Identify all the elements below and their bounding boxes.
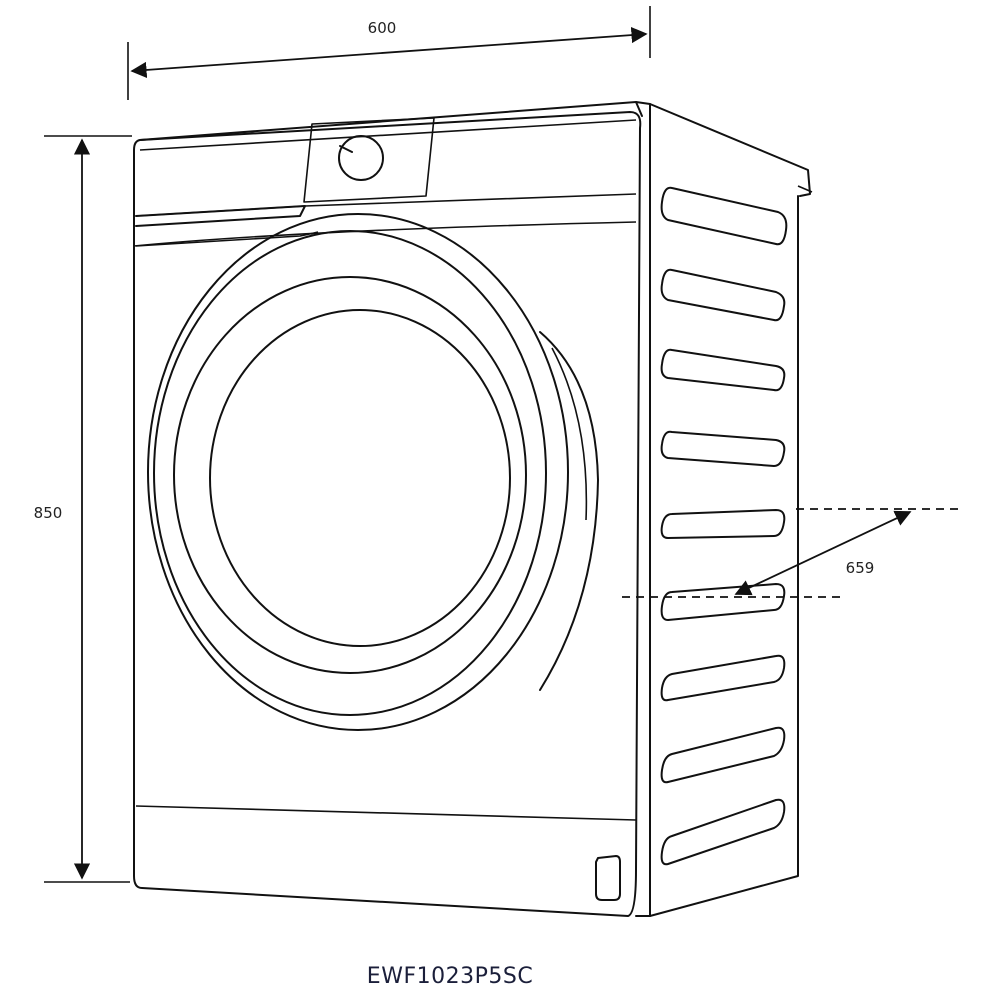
top-panel: [139, 101, 811, 197]
depth-label: 659: [846, 559, 875, 577]
height-dimension: 850: [34, 135, 132, 883]
front-panel: [133, 111, 642, 917]
detergent-drawer: [135, 205, 306, 227]
program-dial-icon: [338, 135, 384, 181]
control-panel: [139, 119, 637, 151]
width-label: 600: [368, 19, 397, 37]
side-vent-slots: [660, 186, 788, 866]
depth-dimension: 659: [622, 508, 964, 598]
model-name: EWF1023P5SC: [367, 964, 533, 989]
width-dimension: 600: [127, 6, 651, 100]
washing-machine: [133, 101, 813, 917]
door: [147, 213, 599, 731]
filter-flap: [595, 855, 621, 901]
kick-plate: [135, 805, 637, 821]
door-glass: [209, 309, 511, 647]
height-label: 850: [34, 504, 63, 522]
